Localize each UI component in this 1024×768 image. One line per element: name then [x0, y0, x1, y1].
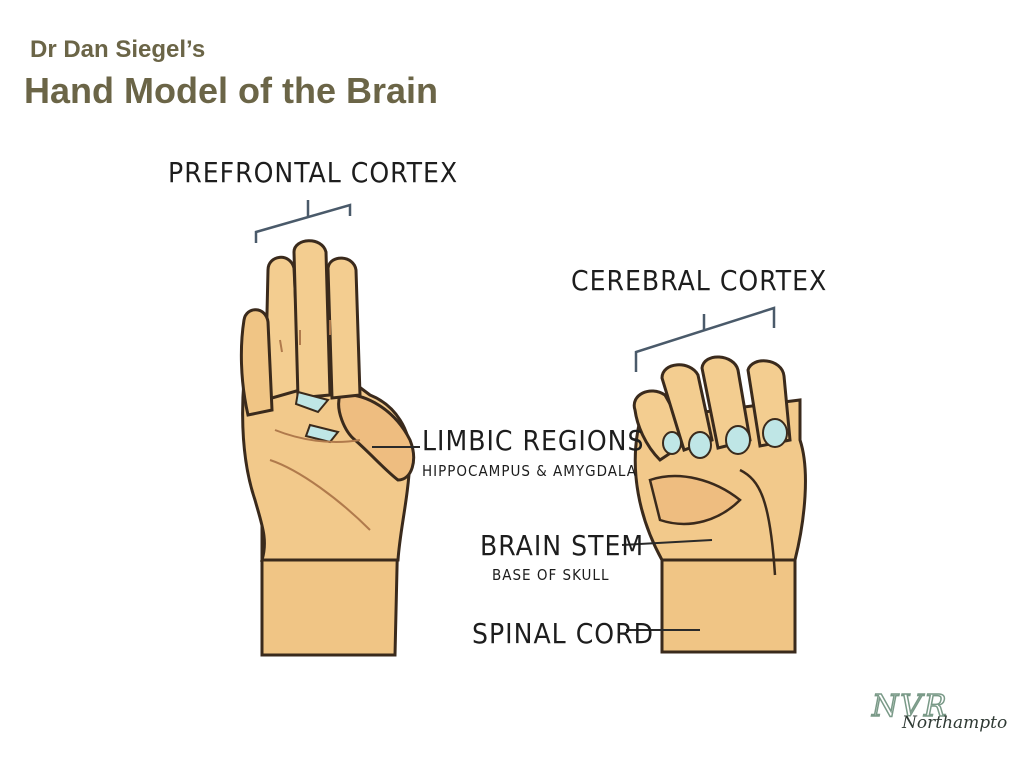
open-hand — [239, 239, 415, 657]
label-limbic-regions: LIMBIC REGIONS — [422, 424, 645, 457]
prefrontal-bracket — [254, 200, 352, 243]
slide-title: Hand Model of the Brain — [24, 70, 438, 111]
label-limbic-sub: HIPPOCAMPUS & AMYGDALA — [422, 462, 637, 480]
logo-script: Northampton — [901, 713, 1008, 733]
slide-subtitle: Dr Dan Siegel’s — [30, 36, 206, 63]
label-prefrontal-cortex: PREFRONTAL CORTEX — [168, 156, 458, 189]
logo-letters: NVR — [871, 689, 949, 724]
fist — [632, 355, 807, 654]
label-brain-stem-sub: BASE OF SKULL — [492, 566, 609, 584]
label-cerebral-cortex: CEREBRAL CORTEX — [571, 264, 827, 297]
label-brain-stem: BRAIN STEM — [480, 529, 644, 562]
label-spinal-cord: SPINAL CORD — [472, 617, 654, 650]
nvr-northampton-logo: NVR Northampton — [870, 688, 1008, 733]
cerebral-bracket — [634, 306, 776, 372]
pointer-lines — [372, 446, 713, 631]
